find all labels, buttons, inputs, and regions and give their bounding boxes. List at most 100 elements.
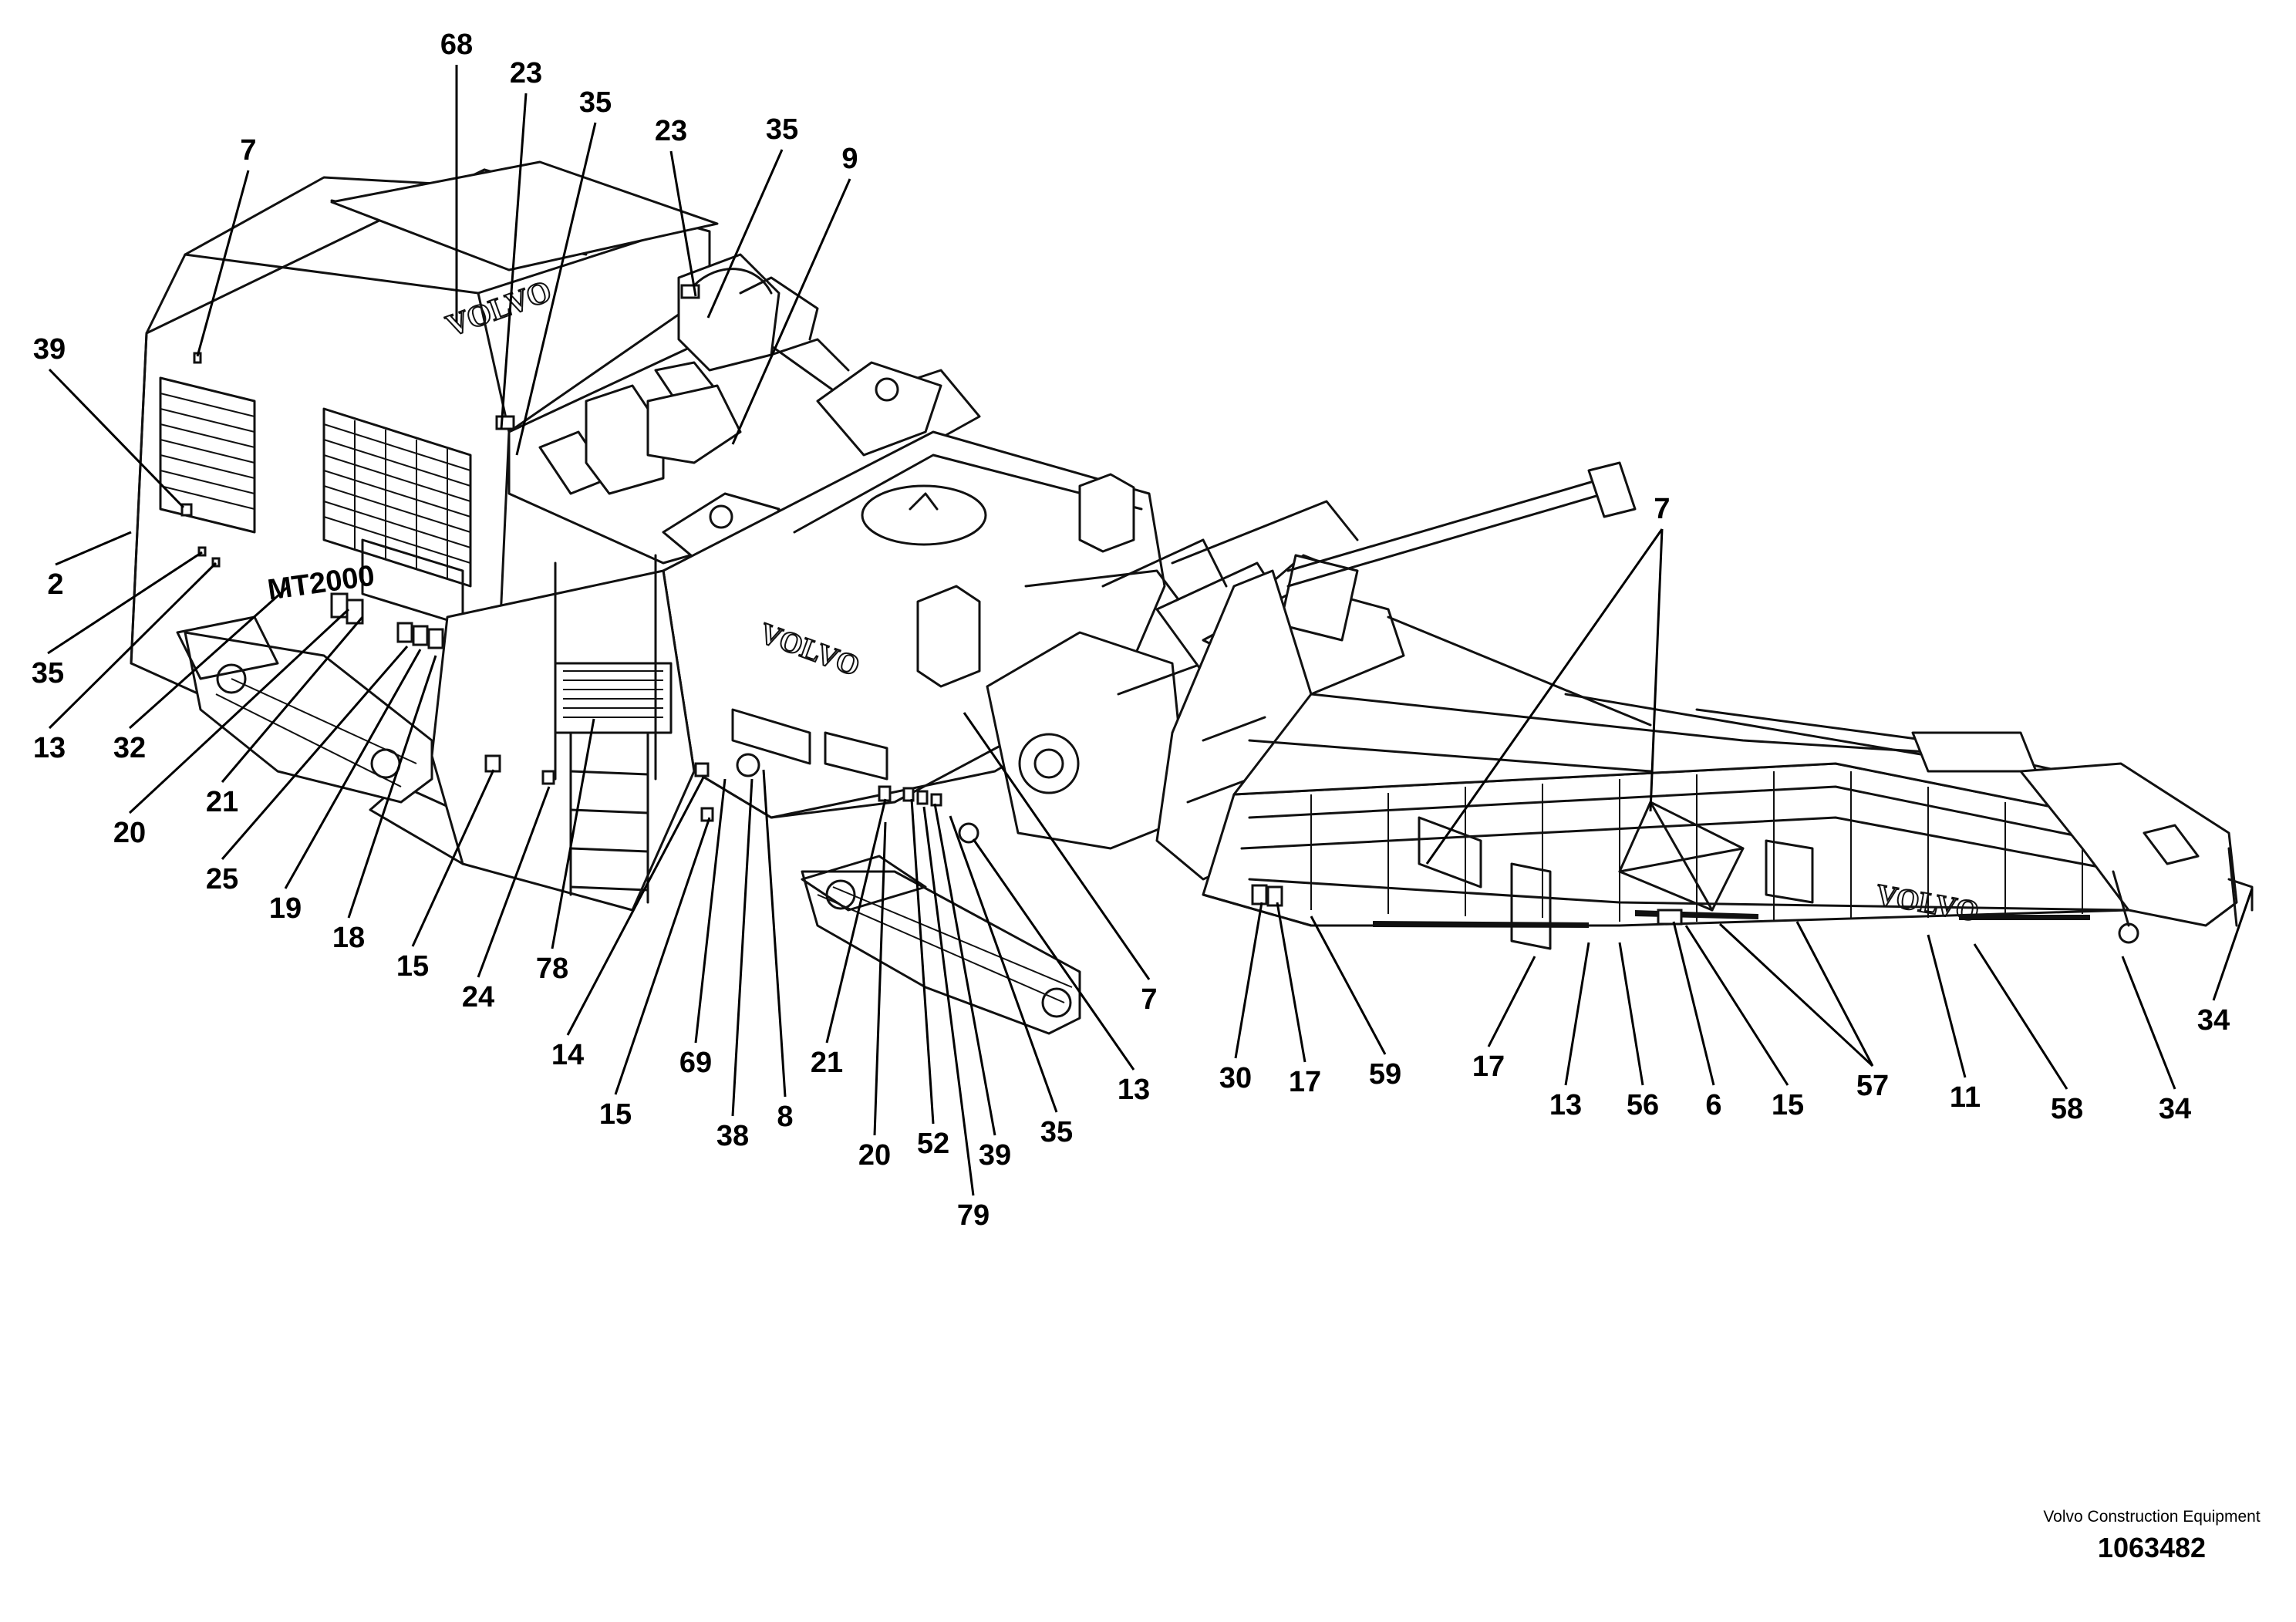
- callout-23b: 23: [655, 115, 697, 297]
- leader-line: [284, 649, 422, 889]
- leader-line: [48, 368, 185, 509]
- callout-23a: 23: [500, 57, 542, 430]
- leader-line: [1649, 528, 1664, 812]
- callout-number: 13: [1118, 1074, 1150, 1106]
- leader-line: [411, 769, 495, 947]
- leader-line: [500, 93, 528, 430]
- callout-68: 68: [440, 29, 473, 322]
- callout-17a: 17: [1276, 902, 1321, 1098]
- callout-number: 8: [777, 1101, 793, 1133]
- side-grille: [322, 407, 472, 588]
- leader-line: [1564, 942, 1590, 1086]
- callout-19: 19: [269, 649, 422, 925]
- callout-number: 15: [396, 950, 429, 983]
- leader-line: [55, 531, 132, 566]
- leader-line: [1276, 902, 1306, 1063]
- callout-2: 2: [47, 531, 132, 601]
- callout-number: 39: [979, 1139, 1011, 1172]
- leader-line: [694, 778, 727, 1044]
- leader-line: [551, 718, 595, 949]
- callout-number: 7: [240, 134, 256, 167]
- callout-number: 35: [579, 86, 612, 119]
- callout-number: 32: [113, 732, 146, 764]
- callout-34b: 34: [2121, 956, 2191, 1125]
- callout-number: 58: [2051, 1093, 2083, 1125]
- callout-number: 35: [32, 657, 64, 690]
- callout-number: 52: [917, 1128, 949, 1160]
- callout-57: 57: [1718, 922, 1889, 1102]
- callout-21b: 21: [811, 798, 887, 1079]
- callout-number: 34: [2159, 1093, 2191, 1125]
- callout-7d: [1649, 528, 1664, 812]
- callout-78: 78: [536, 718, 595, 985]
- callout-38: 38: [716, 778, 754, 1152]
- leader-line: [128, 608, 350, 814]
- callout-9: 9: [731, 143, 858, 445]
- leader-line: [731, 178, 851, 445]
- leader-line: [1973, 943, 2068, 1090]
- leader-line: [1425, 528, 1664, 865]
- callout-number: 6: [1705, 1089, 1721, 1121]
- leader-line: [1718, 922, 1874, 1067]
- leader-line: [477, 786, 551, 978]
- callout-34a: 34: [2197, 888, 2254, 1037]
- leader-line: [762, 769, 787, 1098]
- drawing-number: 1063482: [2097, 1532, 2207, 1563]
- callout-8: 8: [762, 769, 794, 1133]
- callout-59: 59: [1310, 916, 1401, 1091]
- callout-39a: 39: [33, 333, 185, 509]
- leader-line: [129, 586, 288, 730]
- callout-13b: 13: [972, 838, 1150, 1106]
- callout-21a: 21: [206, 616, 364, 818]
- callout-number: 21: [811, 1047, 843, 1079]
- callout-number: 35: [766, 113, 798, 146]
- callout-11: 11: [1927, 934, 1981, 1114]
- callout-35b: 35: [706, 113, 798, 319]
- callout-58: 58: [1973, 943, 2083, 1125]
- leader-line: [963, 712, 1151, 980]
- callout-30: 30: [1219, 902, 1263, 1094]
- callout-32: 32: [113, 586, 288, 764]
- callout-number: 15: [599, 1098, 632, 1131]
- callout-number: 13: [1549, 1089, 1582, 1121]
- leader-line: [669, 150, 697, 297]
- callout-13a: 13: [33, 561, 217, 764]
- leader-line: [972, 838, 1135, 1071]
- callout-number: 23: [655, 115, 687, 147]
- callout-number: 38: [716, 1120, 749, 1152]
- callout-number: 2: [47, 568, 63, 601]
- callout-number: 35: [1040, 1116, 1073, 1148]
- callout-number: 69: [679, 1047, 712, 1079]
- callout-number: 68: [440, 29, 473, 61]
- rear-grille: [159, 376, 256, 534]
- callout-39b: 39: [933, 803, 1011, 1172]
- callout-number: 39: [33, 333, 66, 366]
- callout-number: 13: [33, 732, 66, 764]
- leader-line: [221, 646, 409, 860]
- leader-line: [1487, 956, 1536, 1047]
- access-ladder: [554, 554, 673, 904]
- leader-line-c-57-second: [1795, 921, 1874, 1067]
- callout-number: 23: [510, 57, 542, 89]
- callout-number: 14: [551, 1039, 584, 1071]
- leader-line: [47, 551, 203, 655]
- callout-56: 56: [1618, 942, 1659, 1121]
- leader-line: [1234, 902, 1263, 1059]
- leader-line: [933, 803, 996, 1136]
- leader-line: [910, 798, 935, 1125]
- callout-20b: 20: [858, 821, 891, 1172]
- leader-line: [949, 815, 1058, 1113]
- drawing-credit: Volvo Construction Equipment 1063482: [2036, 1507, 2267, 1565]
- leader-line: [566, 777, 705, 1036]
- callout-number: 18: [332, 922, 365, 954]
- leader-line: [1618, 942, 1644, 1086]
- leader-line: [825, 798, 887, 1044]
- callout-7c: 7: [1425, 493, 1671, 865]
- callout-number: 79: [957, 1199, 990, 1232]
- callout-13c: 13: [1549, 942, 1590, 1121]
- callout-15b: 15: [599, 817, 711, 1131]
- leader-line: [347, 655, 437, 919]
- callout-number: 7: [1141, 983, 1157, 1016]
